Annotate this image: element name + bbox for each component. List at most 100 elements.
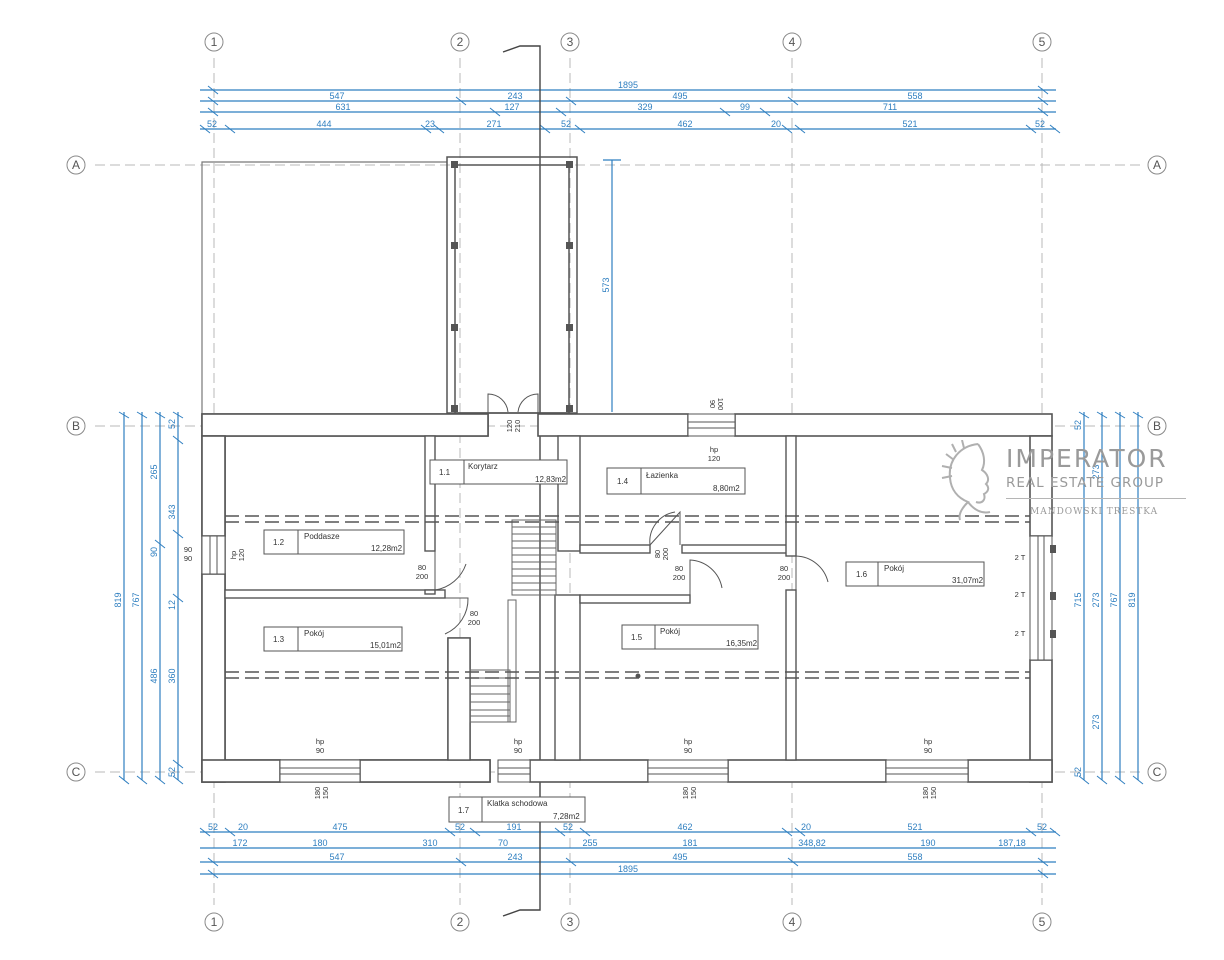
axis-col-label-bottom: 4	[789, 915, 796, 929]
svg-text:180: 180	[921, 787, 930, 800]
dim-label: 127	[504, 102, 519, 112]
door-swings	[430, 393, 829, 635]
svg-text:210: 210	[513, 420, 522, 433]
staircase	[469, 519, 557, 723]
axis-col-label-top: 3	[567, 35, 574, 49]
svg-text:80: 80	[675, 564, 683, 573]
room-name: Korytarz	[468, 462, 498, 471]
room-labels: 1.1 Korytarz 12,83m2 1.2 Poddasze 12,28m…	[273, 462, 984, 821]
balcony-pergola	[446, 156, 578, 414]
svg-text:80: 80	[418, 563, 426, 572]
axis-row-label-left: C	[72, 765, 81, 779]
room-number: 1.3	[273, 635, 285, 644]
room-area: 8,80m2	[713, 484, 740, 493]
dim-label: 265	[149, 464, 159, 479]
svg-text:hp: hp	[316, 737, 324, 746]
svg-text:90: 90	[924, 746, 932, 755]
watermark: IMPERATOR REAL ESTATE GROUP MANDOWSKI TR…	[938, 440, 1198, 530]
svg-text:80: 80	[470, 609, 478, 618]
room-name: Pokój	[304, 629, 324, 638]
dim-label: 521	[907, 822, 922, 832]
svg-text:150: 150	[929, 787, 938, 800]
room-number: 1.1	[439, 468, 451, 477]
top-dimension-labels: 1895 547 243 495 558 631 127 329 99 711 …	[207, 80, 1045, 129]
dim-total-bottom: 1895	[618, 864, 638, 874]
dim-label: 558	[907, 852, 922, 862]
svg-text:200: 200	[416, 572, 429, 581]
axis-col-label-top: 2	[457, 35, 464, 49]
dim-label: 444	[316, 119, 331, 129]
dim-label: 273	[1091, 714, 1101, 729]
dim-label: 547	[329, 91, 344, 101]
dim-label: 52	[207, 119, 217, 129]
dim-label: 475	[332, 822, 347, 832]
balcony-dimension-label: 573	[601, 277, 611, 292]
dim-label: 20	[801, 822, 811, 832]
dim-label: 243	[507, 852, 522, 862]
dim-label: 343	[167, 504, 177, 519]
svg-text:200: 200	[778, 573, 791, 582]
svg-text:80: 80	[653, 550, 662, 558]
dim-label: 52	[167, 767, 177, 777]
room-name: Pokój	[884, 564, 904, 573]
dim-label: 180	[312, 838, 327, 848]
svg-text:150: 150	[689, 787, 698, 800]
dim-label: 23	[425, 119, 435, 129]
dim-label: 20	[238, 822, 248, 832]
room-number: 1.5	[631, 633, 643, 642]
svg-text:200: 200	[673, 573, 686, 582]
dim-label: 52	[1037, 822, 1047, 832]
dim-label: 52	[455, 822, 465, 832]
dim-label: 715	[1073, 592, 1083, 607]
dim-label: 52	[1073, 767, 1083, 777]
axis-col-label-bottom: 5	[1039, 915, 1046, 929]
watermark-names: MANDOWSKI TRESTKA	[1030, 507, 1159, 517]
svg-text:2 T: 2 T	[1015, 553, 1026, 562]
dim-label: 187,18	[998, 838, 1026, 848]
terrace-outline	[201, 161, 447, 414]
dim-label: 462	[677, 822, 692, 832]
axis-col-label-bottom: 1	[211, 915, 218, 929]
axis-bubbles	[66, 32, 1167, 932]
svg-text:hp: hp	[514, 737, 522, 746]
windows	[201, 413, 1053, 783]
dim-label: 12	[167, 600, 177, 610]
axis-col-label-top: 4	[789, 35, 796, 49]
dim-label: 52	[561, 119, 571, 129]
svg-text:90: 90	[708, 400, 717, 408]
dim-label: 243	[507, 91, 522, 101]
room-area: 7,28m2	[553, 812, 580, 821]
dim-label: 329	[637, 102, 652, 112]
svg-text:150: 150	[321, 787, 330, 800]
svg-text:90: 90	[514, 746, 522, 755]
dim-label: 819	[113, 592, 123, 607]
svg-text:200: 200	[468, 618, 481, 627]
roof-slope-lines	[225, 515, 1030, 679]
axis-labels: 1 2 3 4 5 1 2 3 4 5 A B C A B C	[72, 35, 1162, 929]
dim-label: 52	[167, 419, 177, 429]
dim-label: 495	[672, 852, 687, 862]
svg-text:100: 100	[716, 398, 725, 411]
room-number: 1.4	[617, 477, 629, 486]
dim-label: 191	[506, 822, 521, 832]
dim-label: 495	[672, 91, 687, 101]
svg-text:2 T: 2 T	[1015, 629, 1026, 638]
dim-label: 52	[563, 822, 573, 832]
room-name: Łazienka	[646, 471, 679, 480]
axis-row-label-right: A	[1153, 158, 1161, 172]
imperator-logo-icon	[941, 440, 991, 521]
dim-label: 52	[1073, 420, 1083, 430]
svg-text:hp: hp	[229, 551, 238, 559]
svg-text:90: 90	[184, 554, 192, 563]
dim-label: 462	[677, 119, 692, 129]
dim-label: 70	[498, 838, 508, 848]
room-name: Pokój	[660, 627, 680, 636]
room-area: 12,28m2	[371, 544, 403, 553]
dim-label: 99	[740, 102, 750, 112]
dim-label: 273	[1091, 592, 1101, 607]
floor-marker	[635, 673, 641, 679]
room-number: 1.6	[856, 570, 868, 579]
svg-text:120: 120	[237, 549, 246, 562]
watermark-divider	[1006, 498, 1186, 499]
